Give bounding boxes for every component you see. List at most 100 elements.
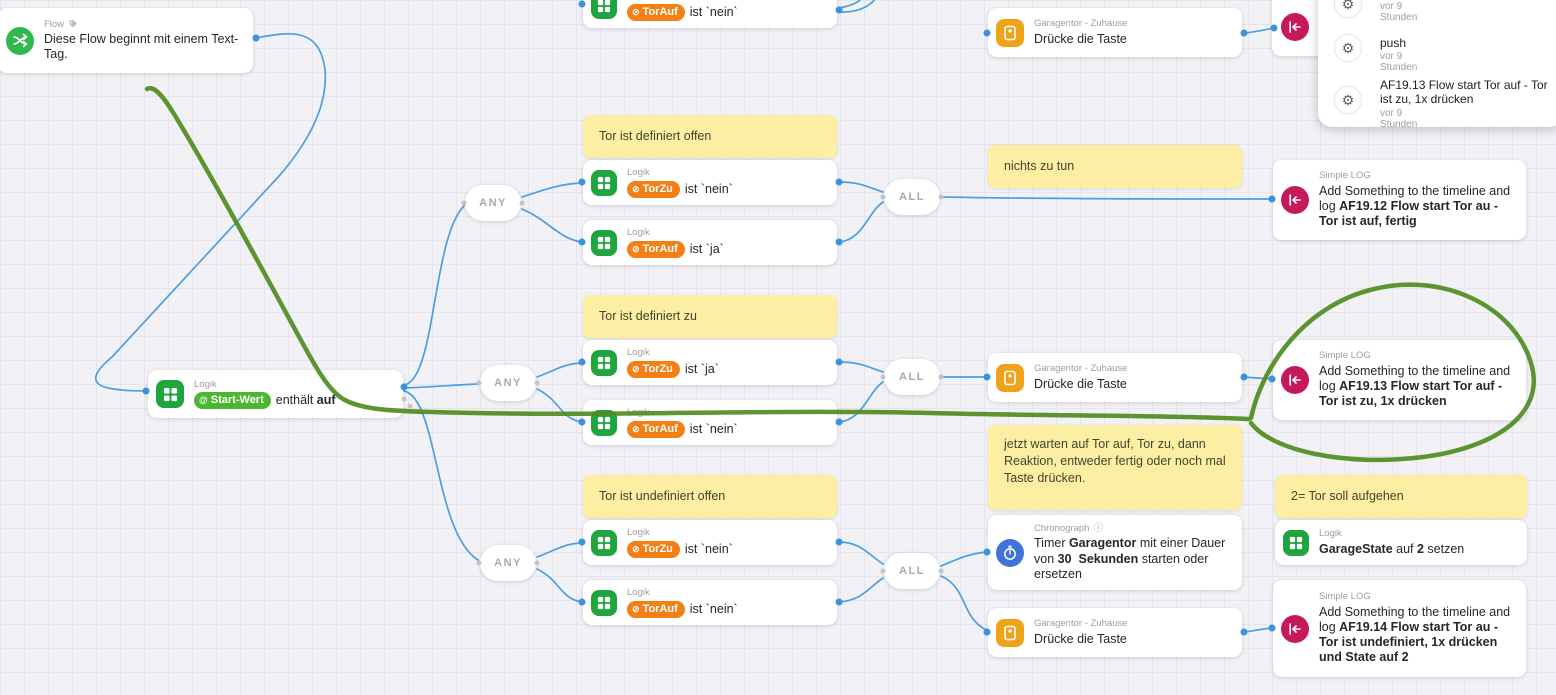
condition-text: enthält auf	[275, 393, 336, 408]
logic-icon	[591, 529, 617, 556]
log-text: Add Something to the timeline and log AF…	[1319, 363, 1511, 409]
card-device-label: Garagentor - Zuhause	[1034, 363, 1128, 375]
info-icon[interactable]: ⓘ	[1093, 522, 1103, 534]
flow-trigger-icon	[6, 26, 34, 55]
timeline-log-icon	[1281, 186, 1309, 214]
card-app-label: Logik	[627, 587, 650, 599]
action-card-timer[interactable]: Chronograph ⓘ Timer Garagentor mit einer…	[988, 515, 1242, 590]
timeline-entry-time: vor 9 Stunden	[1380, 108, 1418, 130]
gear-icon: ⚙	[1334, 34, 1362, 62]
variable-badge: ⊘TorAuf	[627, 420, 685, 438]
variable-badge: ⊘TorZu	[627, 540, 680, 558]
action-card-druecke-taste-mid[interactable]: Garagentor - Zuhause Drücke die Taste	[988, 353, 1242, 402]
variable-badge: ⊘TorAuf	[627, 600, 685, 618]
note-tor-definiert-offen[interactable]: Tor ist definiert offen	[583, 115, 837, 158]
gear-icon: ⚙	[1334, 0, 1362, 18]
logic-icon	[591, 409, 617, 436]
logic-icon	[591, 349, 617, 376]
variable-badge: ⊘TorZu	[627, 180, 680, 198]
action-card-druecke-taste-top[interactable]: Garagentor - Zuhause Drücke die Taste	[988, 8, 1242, 57]
timeline-panel[interactable]: ⚙ vor 9 Stunden ⚙ push vor 9 Stunden ⚙ A…	[1318, 0, 1556, 130]
logic-icon	[591, 589, 617, 616]
gate-all-2[interactable]: ALL	[884, 359, 940, 395]
remote-button-icon	[996, 363, 1024, 392]
stopwatch-icon	[996, 538, 1024, 567]
card-device-label: Garagentor - Zuhause	[1034, 618, 1128, 630]
condition-text: ist `nein`	[689, 601, 738, 616]
card-app-label: Simple LOG	[1319, 170, 1371, 182]
action-card-garagestate[interactable]: Logik GarageState auf 2 setzen	[1275, 520, 1527, 565]
card-app-label: Simple LOG	[1319, 350, 1371, 362]
log-text: Add Something to the timeline and log AF…	[1319, 604, 1511, 665]
gate-all-1[interactable]: ALL	[884, 179, 940, 215]
card-app-label: Logik	[627, 227, 650, 239]
condition-card-torauf-nein-2[interactable]: Logik ⊘TorAuf ist `nein`	[583, 400, 837, 445]
note-jetzt-warten[interactable]: jetzt warten auf Tor auf, Tor zu, dann R…	[988, 425, 1242, 510]
action-text: GarageState auf 2 setzen	[1319, 541, 1465, 556]
card-device-label: Garagentor - Zuhause	[1034, 18, 1128, 30]
condition-text: ist `nein`	[684, 541, 733, 556]
trigger-card-text: Diese Flow beginnt mit einem Text-Tag.	[44, 31, 239, 62]
logic-icon	[156, 380, 184, 408]
log-card-af19-12[interactable]: Simple LOG Add Something to the timeline…	[1273, 160, 1526, 240]
note-tor-undefiniert-offen[interactable]: Tor ist undefiniert offen	[583, 475, 837, 518]
condition-card-torauf-nein-3[interactable]: Logik ⊘TorAuf ist `nein`	[583, 580, 837, 625]
logic-icon	[591, 0, 617, 19]
timeline-entry-time: vor 9 Stunden	[1380, 1, 1418, 23]
condition-card-start-wert[interactable]: Logik @ Start-Wert enthält auf	[148, 370, 403, 418]
logic-icon	[591, 229, 617, 256]
variable-badge: ⊘TorZu	[627, 360, 680, 378]
gate-any-2[interactable]: ANY	[480, 365, 536, 401]
note-tor-definiert-zu[interactable]: Tor ist definiert zu	[583, 295, 837, 338]
tag-badge-start-wert: @ Start-Wert	[194, 392, 271, 410]
condition-text: ist `nein`	[684, 181, 733, 196]
timeline-log-icon	[1281, 13, 1309, 41]
card-app-label: Logik	[627, 407, 650, 419]
condition-text: ist `ja`	[689, 241, 724, 256]
condition-text: ist `nein`	[689, 421, 738, 436]
condition-card-torauf-nein-top[interactable]: Logik ⊘TorAuf ist `nein`	[583, 0, 837, 28]
gate-any-3[interactable]: ANY	[480, 545, 536, 581]
trigger-card-text-tag[interactable]: Flow Diese Flow beginnt mit einem Text-T…	[0, 8, 253, 73]
trigger-card-app-label: Flow	[44, 18, 65, 30]
card-app-label: Logik	[627, 0, 825, 2]
remote-button-icon	[996, 18, 1024, 47]
note-nichts-zu-tun[interactable]: nichts zu tun	[988, 145, 1242, 188]
condition-card-torzu-nein-3[interactable]: Logik ⊘TorZu ist `nein`	[583, 520, 837, 565]
card-app-label: Logik	[627, 527, 650, 539]
condition-text: ist `ja`	[684, 361, 719, 376]
variable-badge: ⊘TorAuf	[627, 240, 685, 258]
action-text: Timer Garagentor mit einer Dauer von 30 …	[1034, 536, 1229, 581]
variable-badge: ⊘TorAuf	[627, 3, 685, 21]
remote-button-icon	[996, 618, 1024, 647]
log-text: Add Something to the timeline and log AF…	[1319, 183, 1511, 229]
action-text: Drücke die Taste	[1034, 631, 1127, 646]
gate-all-3[interactable]: ALL	[884, 553, 940, 589]
note-tor-soll-aufgehen[interactable]: 2= Tor soll aufgehen	[1275, 475, 1527, 518]
action-text: Drücke die Taste	[1034, 376, 1127, 391]
condition-card-torauf-ja[interactable]: Logik ⊘TorAuf ist `ja`	[583, 220, 837, 265]
card-app-label: Logik	[627, 167, 650, 179]
condition-text: ist `nein`	[689, 4, 738, 19]
gate-any-1[interactable]: ANY	[465, 185, 521, 221]
card-app-label: Logik	[1319, 528, 1342, 540]
action-card-druecke-taste-bottom[interactable]: Garagentor - Zuhause Drücke die Taste	[988, 608, 1242, 657]
card-app-label: Logik	[194, 378, 217, 390]
tag-badge-icon: @	[199, 395, 208, 406]
tag-icon	[69, 20, 78, 28]
timeline-log-icon	[1281, 614, 1309, 643]
card-app-label: Logik	[627, 347, 650, 359]
timeline-entry-title: AF19.13 Flow start Tor auf - Tor ist zu,…	[1380, 78, 1548, 107]
action-text: Drücke die Taste	[1034, 31, 1127, 46]
timeline-log-icon	[1281, 366, 1309, 394]
logic-icon	[591, 169, 617, 196]
log-card-af19-13[interactable]: Simple LOG Add Something to the timeline…	[1273, 340, 1526, 420]
condition-card-torzu-ja[interactable]: Logik ⊘TorZu ist `ja`	[583, 340, 837, 385]
card-app-label: Simple LOG	[1319, 591, 1371, 603]
logic-icon	[1283, 529, 1309, 556]
condition-card-torzu-nein-1[interactable]: Logik ⊘TorZu ist `nein`	[583, 160, 837, 205]
card-app-label: Chronograph	[1034, 522, 1090, 534]
timeline-entry-time: vor 9 Stunden	[1380, 51, 1418, 73]
log-card-af19-14[interactable]: Simple LOG Add Something to the timeline…	[1273, 580, 1526, 677]
